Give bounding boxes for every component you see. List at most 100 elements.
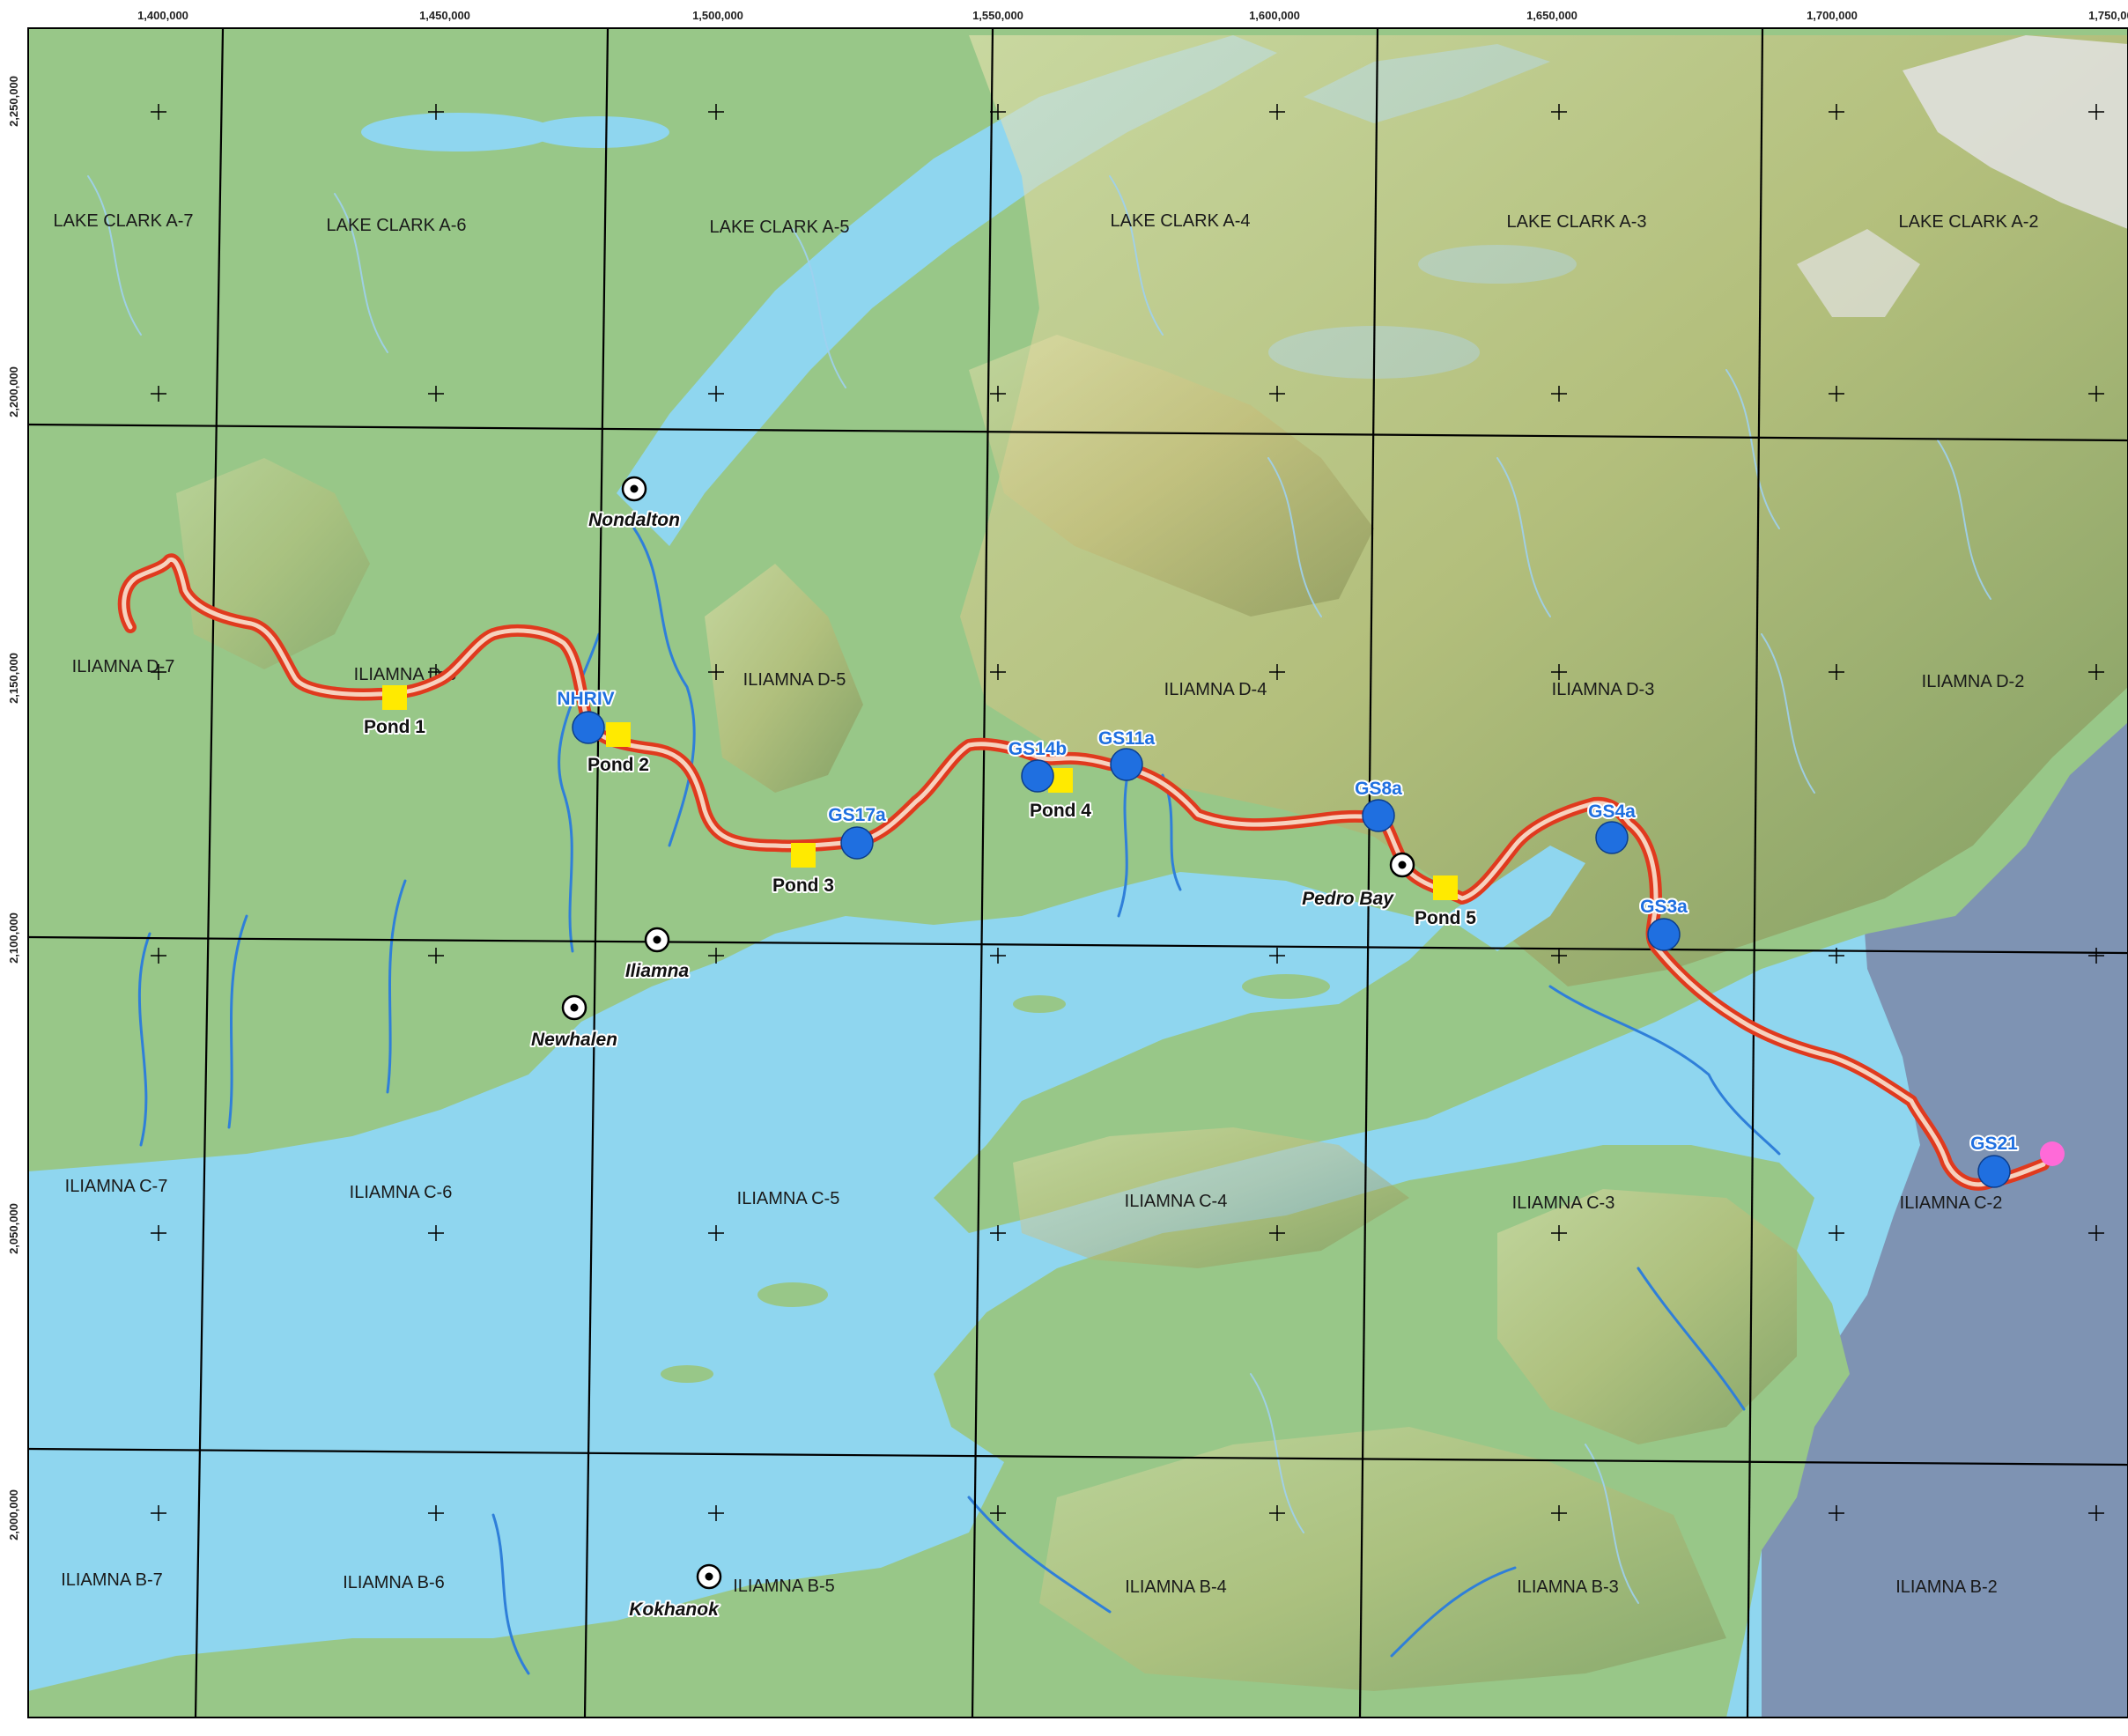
y-tick-label: 2,000,000 bbox=[7, 1489, 20, 1540]
crosshair-mark bbox=[990, 386, 1006, 402]
crosshair-mark bbox=[151, 948, 166, 964]
crosshair-mark bbox=[1829, 1505, 1844, 1521]
crosshair-mark bbox=[1829, 664, 1844, 680]
town-marker-dot bbox=[570, 1003, 579, 1012]
station-marker bbox=[1595, 821, 1629, 854]
town-label: Pedro Bay bbox=[1302, 889, 1394, 909]
x-tick-label: 1,400,000 bbox=[137, 9, 188, 22]
crosshair-mark bbox=[708, 664, 724, 680]
x-tick-label: 1,750,000 bbox=[2088, 9, 2128, 22]
streams bbox=[87, 175, 1991, 1604]
crosshair-mark bbox=[990, 948, 1006, 964]
quad-label: ILIAMNA D-5 bbox=[743, 670, 846, 690]
lake-west-2 bbox=[528, 116, 669, 148]
crosshair-mark bbox=[708, 104, 724, 120]
crosshair-mark bbox=[1269, 1505, 1285, 1521]
station-marker bbox=[1021, 759, 1054, 793]
crosshair-mark bbox=[2088, 386, 2104, 402]
quad-label: LAKE CLARK A-7 bbox=[54, 211, 194, 231]
crosshair-mark bbox=[1829, 104, 1844, 120]
grid-crosshairs bbox=[151, 104, 2104, 1521]
crosshair-mark bbox=[2088, 104, 2104, 120]
island-1 bbox=[1242, 974, 1330, 999]
y-axis-ticks: 2,250,0002,200,0002,150,0002,100,0002,05… bbox=[7, 76, 20, 1540]
quad-label: LAKE CLARK A-3 bbox=[1507, 212, 1647, 232]
station-label: GS11a bbox=[1098, 728, 1156, 749]
crosshair-mark bbox=[2088, 1505, 2104, 1521]
crosshair-mark bbox=[990, 104, 1006, 120]
pond-marker bbox=[606, 722, 631, 747]
town-label: Nondalton bbox=[588, 510, 680, 530]
x-axis-ticks: 1,400,000 1,450,000 1,500,000 1,550,000 1,60… bbox=[137, 9, 2128, 22]
station-marker bbox=[840, 826, 874, 860]
station-marker bbox=[1110, 748, 1143, 781]
crosshair-mark bbox=[1551, 1505, 1567, 1521]
snowfield bbox=[1903, 35, 2128, 229]
town-label: Newhalen bbox=[531, 1030, 617, 1050]
quad-label: LAKE CLARK A-6 bbox=[327, 216, 467, 235]
quad-label: ILIAMNA B-7 bbox=[61, 1570, 163, 1590]
crosshair-mark bbox=[2088, 664, 2104, 680]
pond-marker bbox=[1433, 875, 1458, 900]
crosshair-mark bbox=[428, 1225, 444, 1241]
station-label: GS4a bbox=[1588, 802, 1636, 822]
x-tick-label: 1,600,000 bbox=[1249, 9, 1300, 22]
station-marker bbox=[572, 711, 605, 744]
quad-label: ILIAMNA C-2 bbox=[1900, 1193, 2003, 1213]
crosshair-mark bbox=[428, 386, 444, 402]
pond-label: Pond 4 bbox=[1030, 801, 1091, 821]
station-label: NHRIV bbox=[557, 689, 614, 709]
x-tick-label: 1,500,000 bbox=[692, 9, 743, 22]
pond-marker bbox=[382, 685, 407, 710]
crosshair-mark bbox=[2088, 948, 2104, 964]
crosshair-mark bbox=[990, 664, 1006, 680]
pond-label: Pond 2 bbox=[587, 755, 649, 775]
pond-marker bbox=[791, 843, 816, 868]
quad-label: ILIAMNA C-3 bbox=[1512, 1193, 1615, 1213]
crosshair-mark bbox=[2088, 1225, 2104, 1241]
crosshair-mark bbox=[1551, 386, 1567, 402]
quad-label: ILIAMNA B-2 bbox=[1895, 1577, 1998, 1597]
crosshair-mark bbox=[1829, 386, 1844, 402]
quad-label: ILIAMNA C-5 bbox=[737, 1189, 840, 1208]
y-tick-label: 2,100,000 bbox=[7, 912, 20, 964]
crosshair-mark bbox=[708, 1505, 724, 1521]
crosshair-mark bbox=[708, 948, 724, 964]
station-marker bbox=[1647, 918, 1681, 951]
crosshair-mark bbox=[1269, 664, 1285, 680]
pond-label: Pond 5 bbox=[1415, 908, 1476, 928]
x-tick-label: 1,650,000 bbox=[1526, 9, 1578, 22]
quad-label: ILIAMNA B-5 bbox=[733, 1577, 835, 1596]
terminal-point bbox=[2040, 1141, 2065, 1166]
crosshair-mark bbox=[428, 948, 444, 964]
station-label: GS3a bbox=[1640, 897, 1688, 917]
y-tick-label: 2,050,000 bbox=[7, 1203, 20, 1254]
quad-label: ILIAMNA C-4 bbox=[1125, 1192, 1228, 1211]
lake-west-1 bbox=[361, 113, 555, 151]
quad-label: LAKE CLARK A-4 bbox=[1111, 211, 1251, 231]
station-marker bbox=[1977, 1155, 2011, 1188]
x-tick-label: 1,450,000 bbox=[419, 9, 470, 22]
station-marker bbox=[1362, 799, 1395, 832]
crosshair-mark bbox=[990, 1505, 1006, 1521]
quad-label: LAKE CLARK A-2 bbox=[1899, 212, 2039, 232]
crosshair-mark bbox=[1551, 664, 1567, 680]
grid-lines bbox=[28, 28, 2128, 1718]
crosshair-mark bbox=[1269, 386, 1285, 402]
crosshair-mark bbox=[1829, 1225, 1844, 1241]
station-label: GS14b bbox=[1009, 739, 1068, 759]
town-label: Kokhanok bbox=[629, 1599, 720, 1620]
quad-label: LAKE CLARK A-5 bbox=[710, 218, 850, 237]
pond-label: Pond 3 bbox=[772, 875, 834, 896]
crosshair-mark bbox=[151, 386, 166, 402]
x-tick-label: 1,550,000 bbox=[972, 9, 1023, 22]
x-tick-label: 1,700,000 bbox=[1807, 9, 1858, 22]
island-4 bbox=[661, 1365, 713, 1383]
crosshair-mark bbox=[708, 1225, 724, 1241]
station-label: GS8a bbox=[1355, 779, 1402, 799]
quad-label: ILIAMNA C-7 bbox=[65, 1177, 168, 1196]
crosshair-mark bbox=[151, 104, 166, 120]
quad-label: ILIAMNA D-3 bbox=[1552, 680, 1655, 699]
